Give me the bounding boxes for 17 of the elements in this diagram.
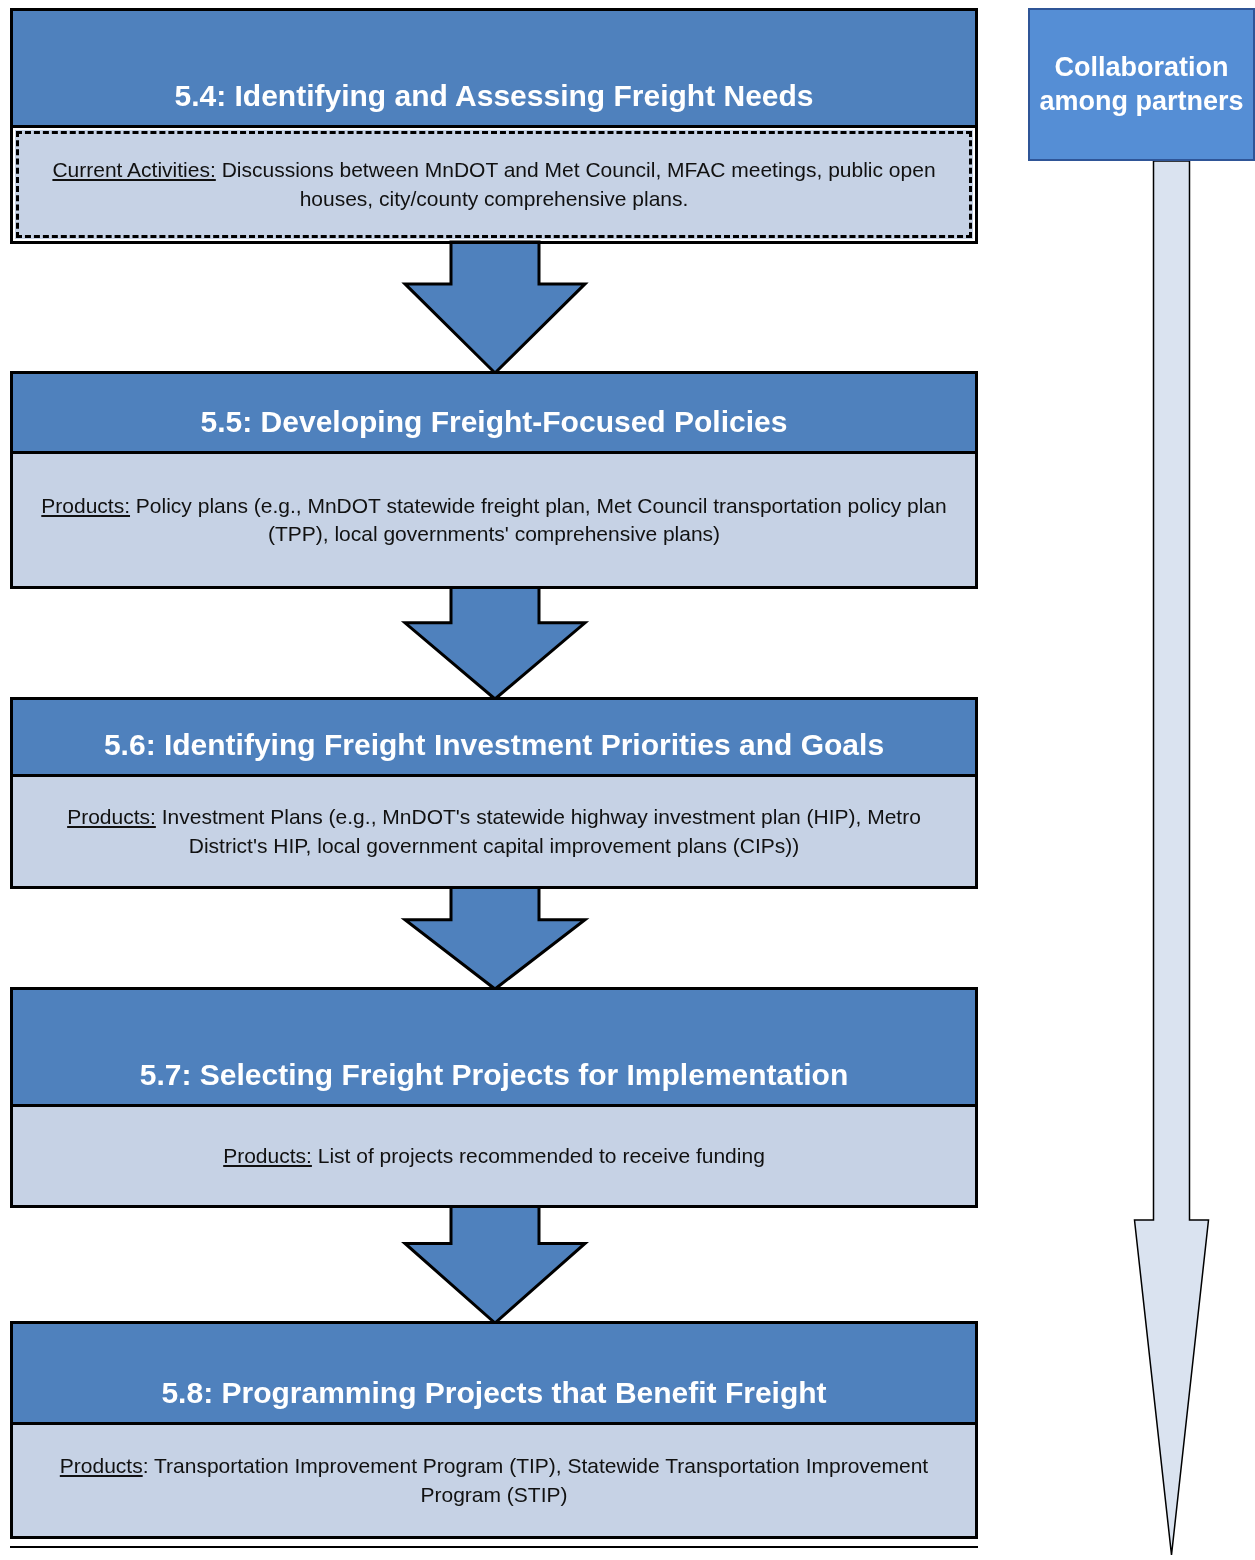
stage-box [10, 371, 978, 589]
block-arrow [1133, 160, 1210, 1556]
description-text: Products: Transportation Improvement Program (TIP), Statewide Transportation Improvement Program (STIP) [58, 1453, 930, 1508]
collaboration-box: Collaboration among partners [1028, 8, 1255, 161]
stage-box [10, 1321, 978, 1539]
stage-box [10, 697, 978, 889]
stage-heading: 5.6: Identifying Freight Investment Priorities and Goals [13, 700, 975, 777]
stage-heading: 5.4: Identifying and Assessing Freight Needs [13, 11, 975, 128]
description-text: Products: List of projects recommended to receive funding [223, 1142, 765, 1169]
stage-box [10, 8, 978, 244]
description-text: Current Activities: Discussions between MnDOT and Met Council, MFAC meetings, public open houses, city/county comprehensive plans. [51, 157, 937, 212]
description-text: Products: Policy plans (e.g., MnDOT statewide freight plan, Met Council transportation policy plan (TPP), local governments' comprehensive plans) [40, 492, 948, 547]
stage-heading: 5.7: Selecting Freight Projects for Implementation [13, 990, 975, 1107]
stage-heading: 5.8: Programming Projects that Benefit Freight [13, 1324, 975, 1425]
stage-box [10, 987, 978, 1208]
stage-heading: 5.5: Developing Freight-Focused Policies [13, 374, 975, 454]
description-text: Products: Investment Plans (e.g., MnDOT's statewide highway investment plan (HIP), Metro District's HIP, local government capital improvement plans (CIPs)) [66, 804, 922, 859]
